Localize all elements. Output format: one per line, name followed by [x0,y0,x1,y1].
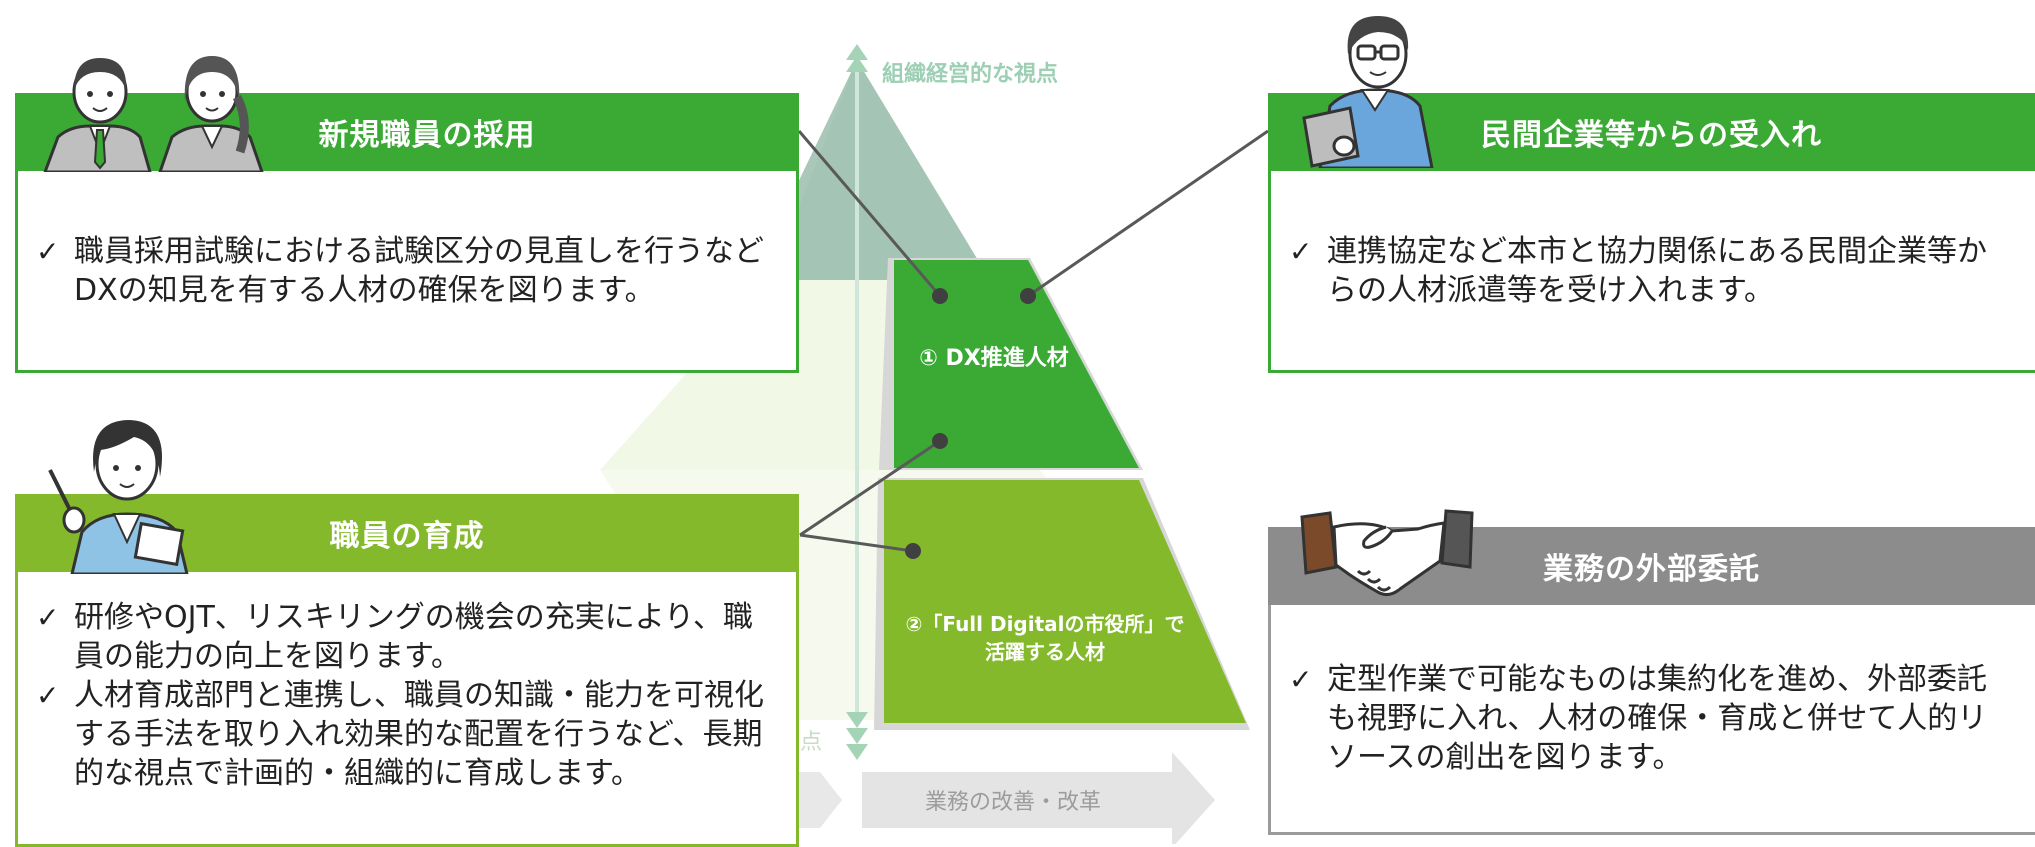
connector-private [1027,129,1269,298]
bullet-item: 職員採用試験における試験区分の見直しを行うなどDXの知見を有する人材の確保を図り… [36,232,776,310]
card-outsourcing: 業務の外部委託 定型作業で可能なものは集約化を進め、外部委託も視野に入れ、人材の… [1268,527,2035,835]
connector-training-a [799,439,941,537]
bullet-item: 定型作業で可能なものは集約化を進め、外部委託も視野に入れ、人材の確保・育成と併せ… [1289,660,2015,777]
axis-left-fragment: 点 [800,730,823,755]
card-private-title: 民間企業等からの受入れ [1481,118,1822,153]
pyramid-lower-digital [884,480,1246,723]
man-with-laptop-icon [1302,16,1434,168]
axis-horizontal-arrow [862,752,1215,844]
card-outsourcing-title: 業務の外部委託 [1543,552,1760,587]
card-outsourcing-body: 定型作業で可能なものは集約化を進め、外部委託も視野に入れ、人材の確保・育成と併せ… [1268,605,2035,835]
axis-bottom-label: 業務の改善・改革 [925,790,1102,815]
card-training-title: 職員の育成 [329,519,485,554]
pyramid-lower-label-line1: ②「Full Digitalの市役所」で [905,612,1185,636]
handshake-icon [1300,509,1474,596]
connector-recruit [797,130,942,297]
pyramid-upper-dx [894,260,1139,468]
card-recruit-title: 新規職員の採用 [318,118,536,153]
two-office-workers-icon [43,56,264,172]
axis-top-label: 組織経営的な視点 [882,62,1059,87]
pyramid-lower-label: ②「Full Digitalの市役所」で 活躍する人材 [880,610,1210,666]
card-recruit: 新規職員の採用 職員採用試験における試験区分の見直しを行うなどDXの知見を有する… [15,93,799,373]
bullet-item: 連携協定など本市と協力関係にある民間企業等からの人材派遣等を受け入れます。 [1289,232,2015,310]
pyramid-upper-label: ① DX推進人材 [919,346,1069,371]
pyramid-lower-label-line2: 活躍する人材 [985,640,1105,664]
bullet-item: 人材育成部門と連携し、職員の知識・能力を可視化する手法を取り入れ効果的な配置を行… [36,676,776,793]
connector-training-b [799,533,914,553]
bullet-item: 研修やOJT、リスキリングの機会の充実により、職員の能力の向上を図ります。 [36,598,776,676]
card-private-body: 連携協定など本市と協力関係にある民間企業等からの人材派遣等を受け入れます。 [1268,171,2035,373]
card-training-body: 研修やOJT、リスキリングの機会の充実により、職員の能力の向上を図ります。 人材… [15,572,799,847]
teacher-with-pointer-icon [48,420,189,574]
card-recruit-body: 職員採用試験における試験区分の見直しを行うなどDXの知見を有する人材の確保を図り… [15,171,799,373]
axis-top-arrow [846,44,868,60]
axis-bottom-arrow [846,712,868,728]
